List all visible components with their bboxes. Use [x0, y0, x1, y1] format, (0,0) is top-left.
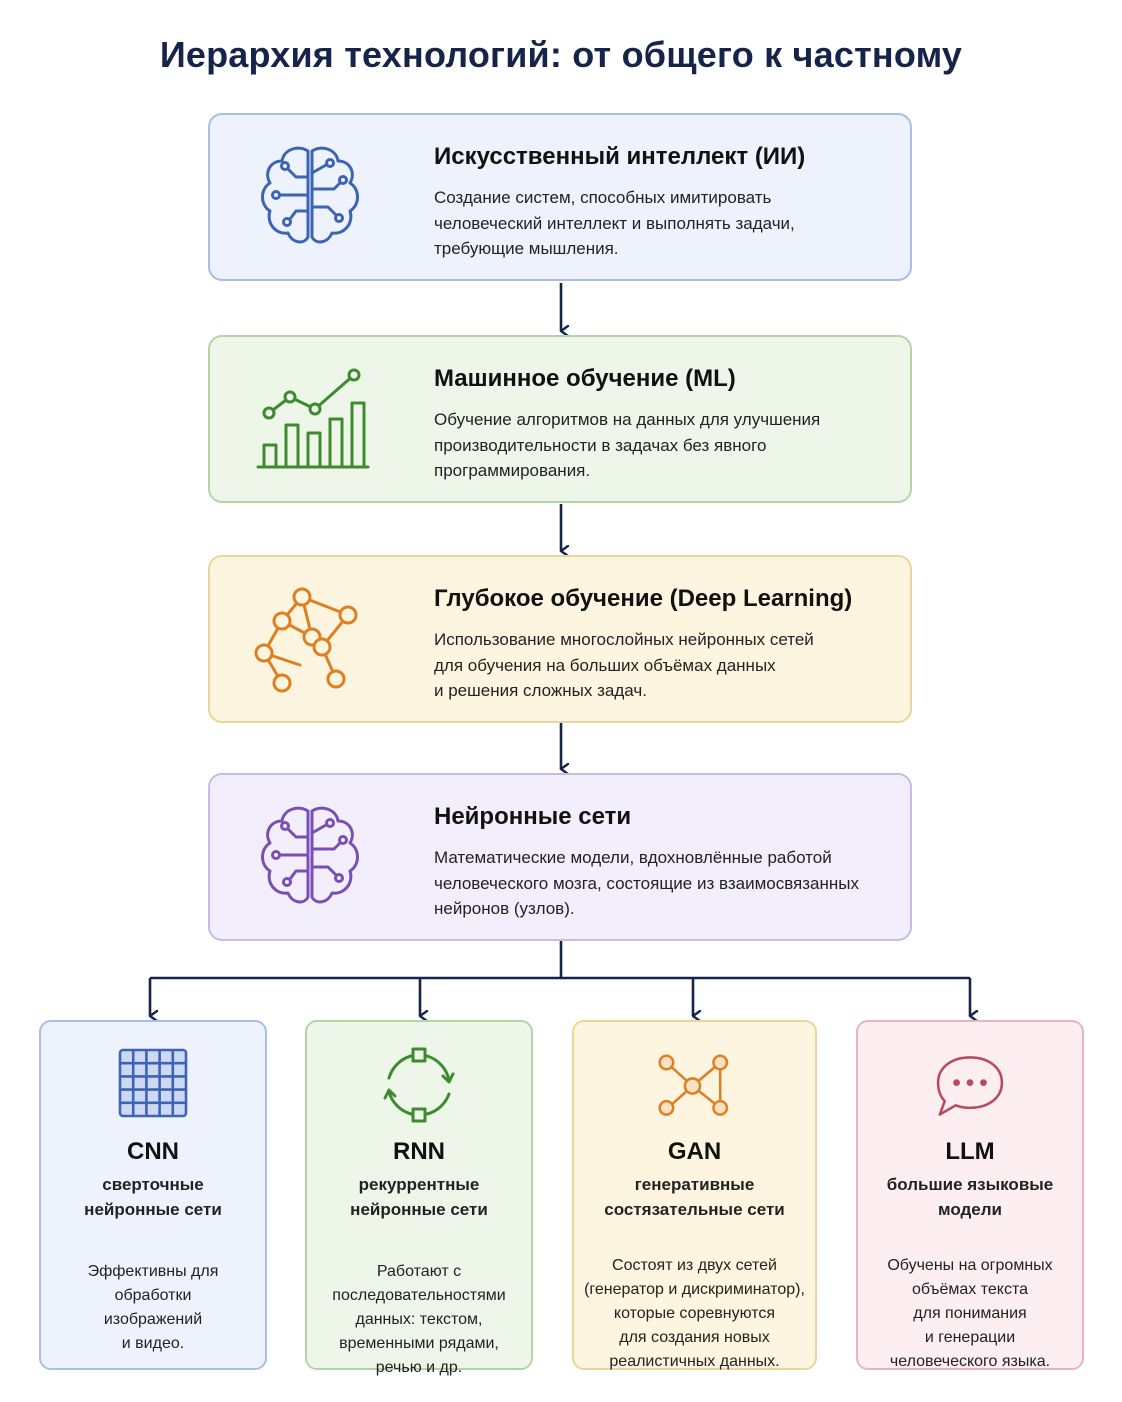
description-line: временными рядами, [339, 1335, 499, 1352]
card-ml: Машинное обучение (ML) Обучение алгоритм… [208, 335, 912, 503]
type-subtitle: сверточные нейронные сети [49, 1172, 257, 1222]
type-description: Эффективны для обработки изображений и в… [49, 1260, 257, 1356]
description-line: данных: текстом, [355, 1311, 483, 1328]
description-line: реалистичных данных. [609, 1353, 780, 1370]
type-name: RNN [393, 1138, 445, 1165]
type-subtitle: рекуррентные нейронные сети [315, 1172, 523, 1222]
diagram-title: Иерархия технологий: от общего к частном… [159, 34, 963, 75]
description-line: производительности в задачах без явного [434, 435, 767, 455]
description-line: и видео. [121, 1335, 185, 1352]
card-deep-learning: Глубокое обучение (Deep Learning) Исполь… [208, 555, 912, 723]
description-line: для обучения на больших объёмах данных [434, 655, 776, 675]
description-line: для создания новых [619, 1329, 770, 1346]
description-line: Эффективны для [87, 1263, 219, 1280]
subtitle-line: рекуррентные [358, 1175, 480, 1194]
type-subtitle: большие языковые модели [866, 1172, 1074, 1222]
description-line: последовательностями [332, 1287, 506, 1304]
card-neural-networks: Нейронные сети Математические модели, вд… [208, 773, 912, 941]
type-name: CNN [127, 1138, 179, 1165]
grid-icon [41, 1044, 265, 1124]
description-line: объёмах текста [911, 1281, 1029, 1298]
description-line: Обучены на огромных [887, 1257, 1053, 1274]
description-line: программирования. [434, 461, 591, 480]
card-cnn: CNN сверточные нейронные сети Эффективны… [39, 1020, 267, 1370]
brain-circuit-icon [250, 797, 370, 917]
description-line: человеческого языка. [889, 1353, 1051, 1370]
description-line: для понимания [913, 1305, 1027, 1322]
subtitle-line: состязательные сети [604, 1200, 785, 1219]
description-line: обработки [114, 1287, 192, 1304]
card-llm: LLM большие языковые модели Обучены на о… [856, 1020, 1084, 1370]
description-line: Создание систем, способных имитировать [434, 188, 772, 207]
cycle-arrows-icon [307, 1044, 531, 1124]
description-line: Обучение алгоритмов на данных для улучше… [434, 410, 821, 429]
description-line: человеческого мозга, состоящие из взаимо… [434, 873, 860, 893]
card-ai: Искусственный интеллект (ИИ) Создание си… [208, 113, 912, 281]
level-title: Нейронные сети [434, 803, 632, 830]
type-name: GAN [667, 1138, 722, 1165]
description-line: Состоят из двух сетей [612, 1257, 777, 1274]
chat-bubble-icon [858, 1044, 1082, 1124]
level-title: Глубокое обучение (Deep Learning) [434, 585, 853, 612]
level-title: Искусственный интеллект (ИИ) [434, 143, 806, 170]
level-description: Обучение алгоритмов на данных для улучше… [434, 407, 894, 484]
description-line: требующие мышления. [434, 239, 619, 258]
node-graph-icon [574, 1044, 815, 1124]
description-line: нейронов (узлов). [434, 899, 575, 918]
type-description: Состоят из двух сетей (генератор и дискр… [582, 1254, 807, 1374]
description-line: Использование многослойных нейронных сет… [434, 630, 814, 649]
description-line: и решения сложных задач. [434, 681, 647, 700]
type-description: Работают с последовательностями данных: … [315, 1260, 523, 1380]
bar-chart-trend-icon [250, 359, 370, 479]
subtitle-line: нейронные сети [350, 1200, 488, 1219]
subtitle-line: большие языковые [886, 1175, 1054, 1194]
card-rnn: RNN рекуррентные нейронные сети Работают… [305, 1020, 533, 1376]
description-line: речью и др. [375, 1359, 463, 1376]
type-subtitle: генеративные состязательные сети [582, 1172, 807, 1222]
description-line: которые соревнуются [613, 1305, 776, 1322]
description-line: (генератор и дискриминатор), [584, 1281, 805, 1298]
type-name: LLM [945, 1138, 995, 1165]
level-description: Создание систем, способных имитировать ч… [434, 185, 894, 262]
subtitle-line: генеративные [634, 1175, 755, 1194]
level-description: Использование многослойных нейронных сет… [434, 627, 894, 704]
level-title: Машинное обучение (ML) [434, 365, 736, 392]
subtitle-line: сверточные [102, 1175, 204, 1194]
brain-circuit-icon [250, 137, 370, 257]
description-line: изображений [103, 1311, 203, 1328]
subtitle-line: модели [937, 1200, 1002, 1219]
node-network-icon [250, 579, 370, 699]
type-description: Обучены на огромных объёмах текста для п… [866, 1254, 1074, 1374]
description-line: человеческий интеллект и выполнять задач… [434, 213, 795, 233]
description-line: и генерации [924, 1329, 1016, 1346]
description-line: Математические модели, вдохновлённые раб… [434, 848, 832, 867]
description-line: Работают с [376, 1263, 462, 1280]
subtitle-line: нейронные сети [84, 1200, 222, 1219]
level-description: Математические модели, вдохновлённые раб… [434, 845, 894, 922]
card-gan: GAN генеративные состязательные сети Сос… [572, 1020, 817, 1370]
